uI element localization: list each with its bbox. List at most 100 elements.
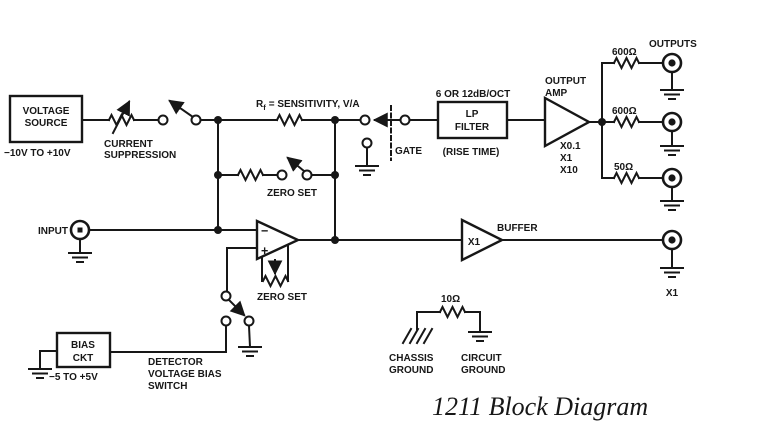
rf-resistor-icon xyxy=(276,114,303,126)
x1-output-connector: X1 xyxy=(660,229,684,299)
rf-label: Rf= SENSITIVITY, V/A xyxy=(256,99,360,112)
wire xyxy=(39,350,58,370)
voltage-source-label-1: VOLTAGE xyxy=(23,106,70,117)
output-resistor-icon xyxy=(613,57,640,69)
junction-dot xyxy=(331,236,339,244)
wire xyxy=(464,311,481,331)
chassis-ground-icon xyxy=(401,327,434,345)
buffer-gain-label: X1 xyxy=(468,237,481,248)
junction-dot xyxy=(214,171,222,179)
junctions xyxy=(214,116,606,244)
switch-contact xyxy=(361,137,373,149)
buffer-label: BUFFER xyxy=(497,223,538,234)
voltage-source-label-2: SOURCE xyxy=(25,118,68,129)
switch-contact xyxy=(157,114,169,126)
ground-icon xyxy=(28,368,52,379)
switch-contact xyxy=(190,114,202,126)
plus-input-wire xyxy=(226,247,258,292)
outputs-header: OUTPUTS xyxy=(649,39,697,50)
junction-dot xyxy=(214,116,222,124)
switch-arm-icon xyxy=(286,156,306,173)
ground-icon xyxy=(238,346,262,357)
variable-resistor-arrow-icon xyxy=(111,100,131,135)
switch-arm-icon xyxy=(168,99,195,119)
lp-filter-block: 6 OR 12dB/OCT LP FILTER (RISE TIME) xyxy=(436,89,546,158)
preamp-opamp: − + ZERO SET xyxy=(226,219,463,303)
gate-label: GATE xyxy=(395,146,422,157)
chassis-ground-label-1: CHASSIS xyxy=(389,353,434,364)
voltage-source-box xyxy=(8,94,84,144)
bnc-connector-icon xyxy=(661,229,683,251)
opamp-triangle-icon xyxy=(255,219,301,261)
voltage-source-block: VOLTAGE SOURCE −10V TO +10V xyxy=(4,94,84,159)
zero-set-switch-label: ZERO SET xyxy=(267,188,317,199)
ground-icon xyxy=(660,145,684,156)
chassis-ground-label-2: GROUND xyxy=(389,365,433,376)
current-suppression-label-1: CURRENT xyxy=(104,139,153,150)
switch-contact xyxy=(301,169,313,181)
output-amp: OUTPUT AMP X0.1 X1 X10 xyxy=(543,76,603,176)
switch-contact xyxy=(276,169,288,181)
output-resistor-label-mid: 600Ω xyxy=(612,106,637,117)
output-resistor-label-top: 600Ω xyxy=(612,47,637,58)
switch-contact xyxy=(399,114,411,126)
ground-icon xyxy=(660,267,684,278)
detector-switch-label-2: VOLTAGE BIAS xyxy=(148,369,222,380)
amplifier-triangle-icon xyxy=(543,95,592,149)
detector-bias-switch: DETECTOR VOLTAGE BIAS SWITCH xyxy=(109,290,262,392)
opamp-plus-input: + xyxy=(261,244,268,258)
zero-set-pot-icon xyxy=(262,275,289,287)
bias-label-1: BIAS xyxy=(71,340,95,351)
ground-resistor-icon xyxy=(439,306,466,318)
lp-filter-label-1: LP xyxy=(466,109,479,120)
circuit-ground-label-1: CIRCUIT xyxy=(461,353,502,364)
opamp-minus-input: − xyxy=(261,224,268,238)
voltage-source-range: −10V TO +10V xyxy=(4,148,71,159)
output-amp-label-2: AMP xyxy=(545,88,568,99)
output-amp-label-1: OUTPUT xyxy=(545,76,586,87)
circuit-ground-label-2: GROUND xyxy=(461,365,505,376)
wire xyxy=(416,311,441,330)
ground-icon xyxy=(660,200,684,211)
ground-icon xyxy=(468,331,492,342)
bias-label-2: CKT xyxy=(73,353,94,364)
ground-reference: 10Ω CHASSIS GROUND CIRCUIT GROUND xyxy=(389,294,505,376)
bnc-connector-icon xyxy=(661,167,683,189)
switch-contact xyxy=(220,315,232,327)
bnc-center-pin xyxy=(77,227,83,233)
junction-dot xyxy=(331,116,339,124)
filter-slope-label: 6 OR 12dB/OCT xyxy=(436,89,510,100)
gate-switch: GATE xyxy=(355,105,439,176)
output-resistor-label-bot: 50Ω xyxy=(614,162,633,173)
ground-icon xyxy=(68,252,92,263)
switch-contact xyxy=(220,290,232,302)
ground-icon xyxy=(355,165,379,176)
rise-time-label: (RISE TIME) xyxy=(443,147,500,158)
bias-range-label: −5 TO +5V xyxy=(49,372,98,383)
lp-filter-label-2: FILTER xyxy=(455,122,490,133)
diagram-title: 1211 Block Diagram xyxy=(432,392,648,421)
junction-dot xyxy=(598,118,606,126)
zero-set-resistor-icon xyxy=(237,169,264,181)
x1-output-label: X1 xyxy=(666,288,679,299)
output-connectors: OUTPUTS 600Ω 600Ω 50Ω xyxy=(601,39,697,211)
current-suppression: CURRENT SUPPRESSION xyxy=(81,99,219,161)
output-amp-gain-1: X0.1 xyxy=(560,141,581,152)
ground-icon xyxy=(660,89,684,100)
junction-dot xyxy=(331,171,339,179)
lp-filter-box xyxy=(436,100,509,140)
switch-arm-icon xyxy=(227,298,246,317)
buffer-amp: X1 BUFFER xyxy=(460,218,664,262)
bnc-connector-icon xyxy=(661,52,683,74)
wire xyxy=(247,324,252,349)
buffer-triangle-icon xyxy=(460,218,505,262)
bias-block: BIAS CKT −5 TO +5V xyxy=(28,331,112,383)
output-amp-gain-2: X1 xyxy=(560,153,573,164)
output-resistor-icon xyxy=(613,116,640,128)
input-label: INPUT xyxy=(38,226,68,237)
input-connector: INPUT xyxy=(38,219,258,263)
bias-wire xyxy=(109,325,227,353)
junction-dot xyxy=(214,226,222,234)
current-suppression-label-2: SUPPRESSION xyxy=(104,150,176,161)
